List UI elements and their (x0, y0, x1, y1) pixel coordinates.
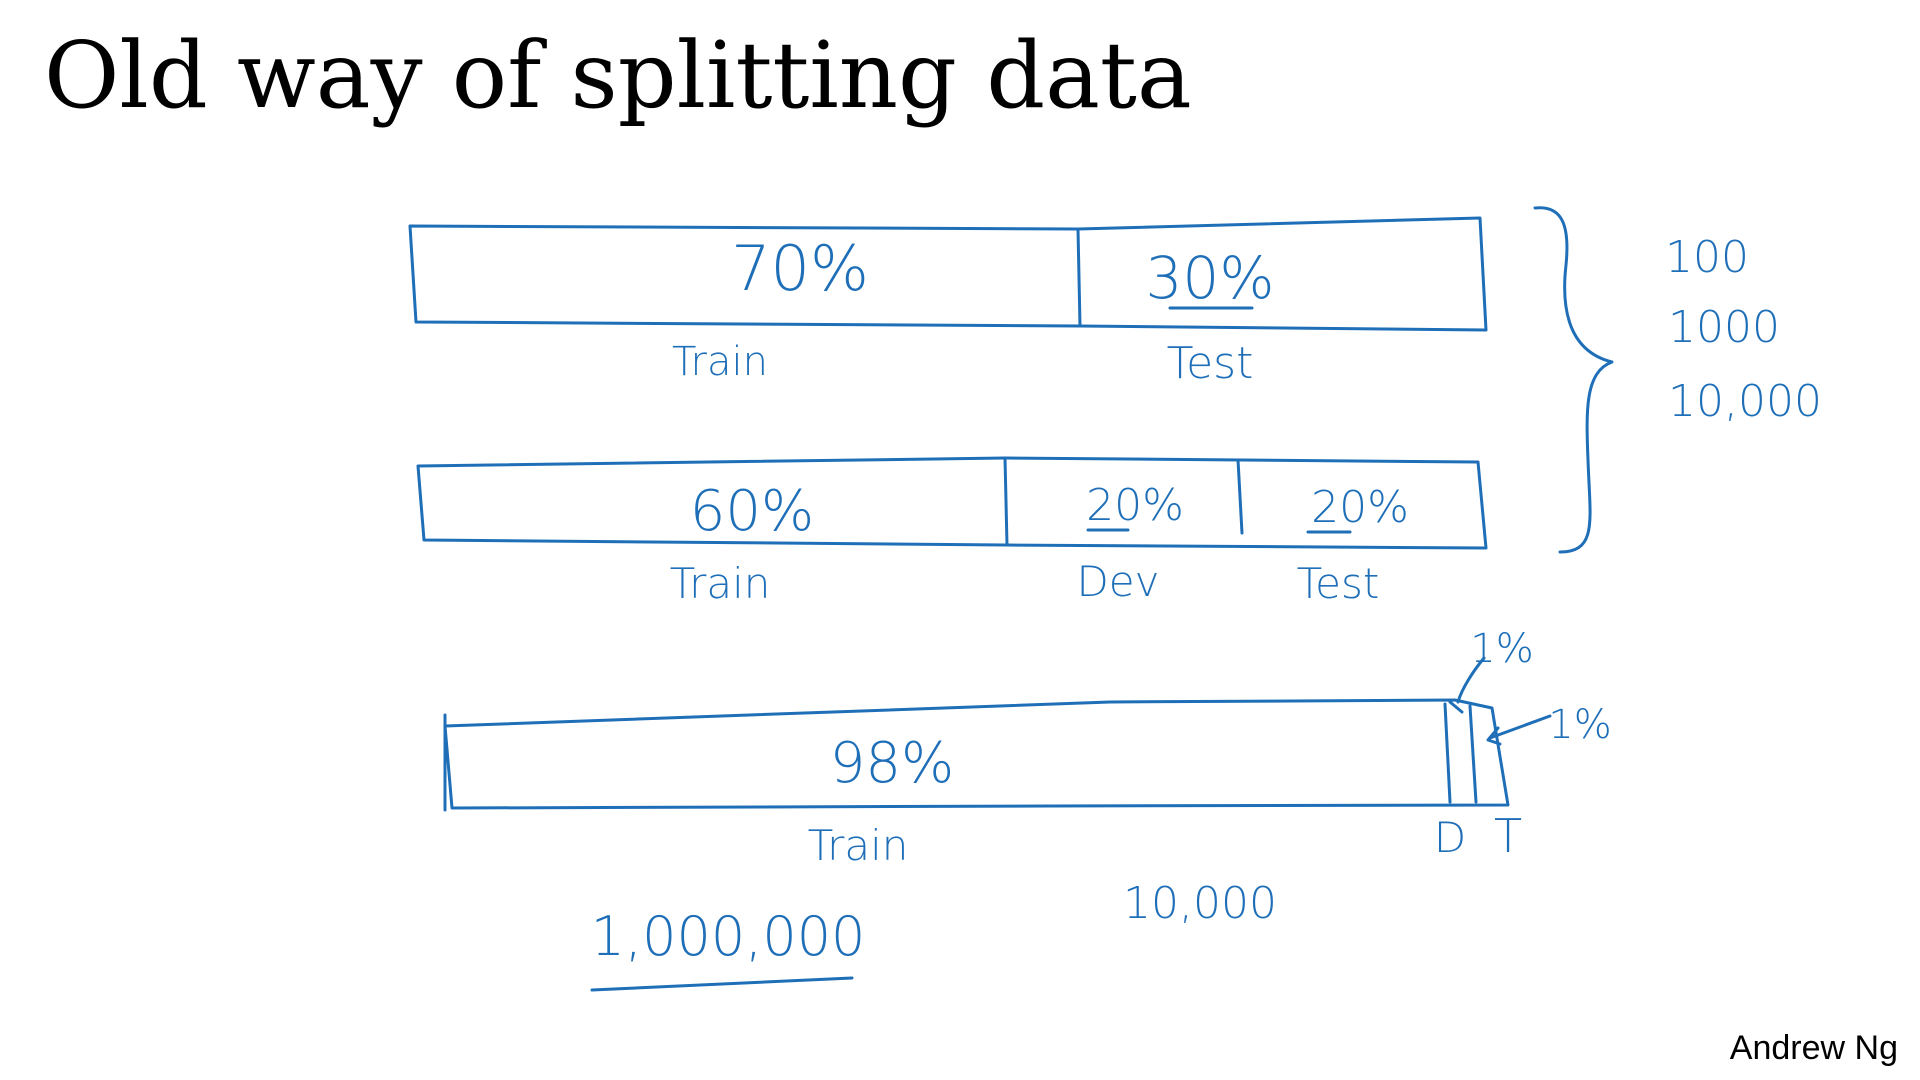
size-10000: 10,000 (1668, 376, 1822, 427)
big-dataset-underline (590, 976, 854, 992)
bar-98-dev-divider (1443, 702, 1452, 804)
curly-brace (1533, 206, 1614, 554)
arrow-test-1pct (1486, 714, 1552, 746)
bar3-train-pct: 98% (830, 731, 954, 796)
bar1-train-pct: 70% (731, 232, 869, 305)
bar3-test-label: T (1494, 809, 1522, 863)
bar2-dev-pct: 20% (1086, 480, 1184, 531)
big-dataset-size: 1,000,000 (591, 905, 866, 968)
bar3-train-label: Train (808, 821, 909, 870)
bar2-dev-label: Dev (1076, 557, 1159, 606)
bar2-test-label: Test (1297, 559, 1380, 608)
dev-test-size: 10,000 (1123, 878, 1277, 929)
bar3-dev-label: D (1434, 813, 1466, 862)
bar2-train-label: Train (670, 559, 771, 608)
bar3-dev-pct: 1% (1470, 626, 1533, 672)
arrow-dev-1pct (1448, 656, 1486, 714)
size-100: 100 (1665, 232, 1749, 283)
split-70-30-bar (408, 216, 1488, 332)
bar1-test-label: Test (1167, 338, 1254, 389)
bar-98-1-1-outline (443, 698, 1510, 810)
slide-title: Old way of splitting data (44, 22, 1192, 129)
author-credit: Andrew Ng (1729, 1029, 1898, 1067)
bar2-train-pct: 60% (690, 479, 814, 544)
bar1-train-label: Train (672, 339, 768, 385)
bar-60-dev-divider (1003, 456, 1009, 547)
bar2-test-pct: 20% (1311, 482, 1409, 533)
bar-dev-test-divider-small (1468, 704, 1478, 804)
bar-70-30-divider (1076, 227, 1082, 328)
bar-70-30-outline (408, 216, 1488, 332)
split-98-1-1-bar (443, 656, 1552, 812)
bar3-test-pct: 1% (1548, 702, 1611, 748)
size-1000: 1000 (1668, 302, 1780, 353)
split-60-20-20-bar (416, 456, 1488, 550)
bar1-test-pct: 30% (1146, 244, 1275, 312)
bar-dev-test-divider (1236, 458, 1244, 535)
